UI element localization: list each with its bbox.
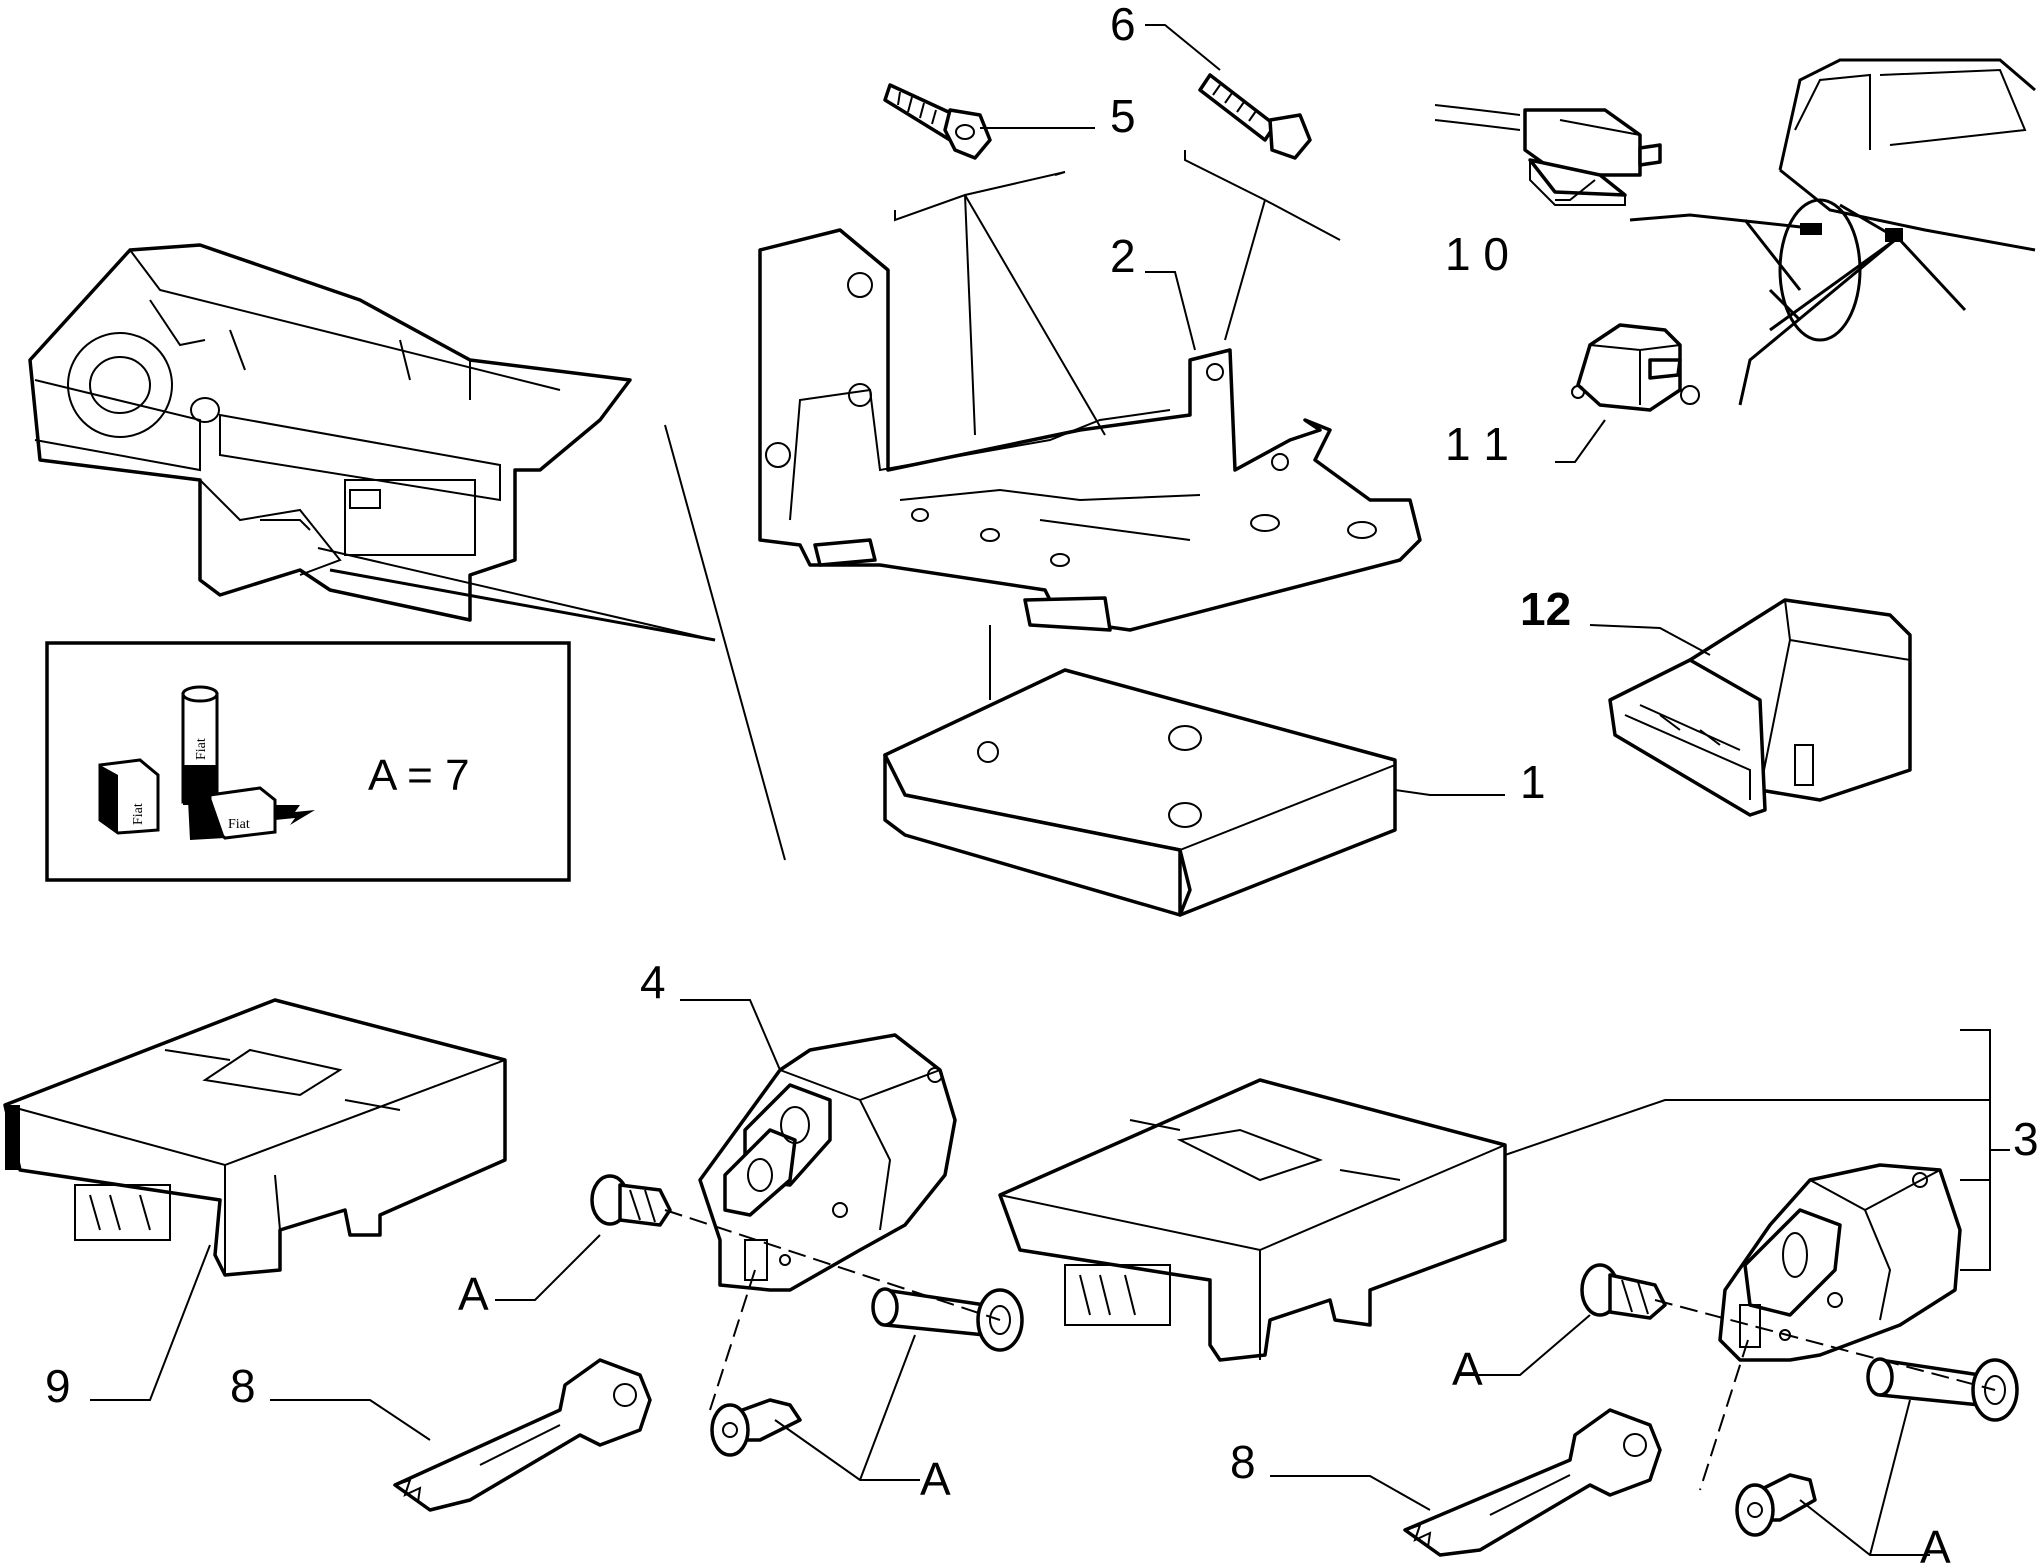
screw-6 (1198, 73, 1312, 160)
ecu-3 (998, 1078, 1507, 1362)
label-a-3: A (920, 1453, 951, 1505)
label-11: 1 1 (1445, 418, 1509, 470)
label-6: 6 (1110, 0, 1136, 50)
label-1: 1 (1520, 756, 1546, 808)
label-a-4: A (1920, 1521, 1951, 1565)
car-door-illustration (1629, 58, 2036, 406)
leader-line (317, 547, 716, 641)
box2-label: Fiat (228, 817, 250, 832)
key-left (393, 1358, 652, 1512)
dashboard-illustration (28, 243, 716, 642)
label-8-right: 8 (1230, 1436, 1256, 1488)
switch-11 (1571, 323, 1700, 412)
inset-box: Fiat Fiat Fiat A = 7 (45, 641, 571, 882)
switch-10 (1434, 104, 1662, 206)
grommet-right (1580, 1263, 1667, 1320)
label-3: 3 (2013, 1113, 2039, 1165)
screw-5 (883, 83, 992, 160)
label-9: 9 (45, 1360, 71, 1412)
label-a-1: A (458, 1268, 489, 1320)
ecu-9 (3, 998, 507, 1277)
assembly-line (664, 1209, 1001, 1321)
leader-line (664, 424, 786, 861)
clip-right (1735, 1473, 1817, 1537)
label-4: 4 (640, 956, 666, 1008)
assembly-line (1654, 1299, 1996, 1391)
lock-cylinder-4 (698, 1033, 957, 1292)
label-a-2: A (1452, 1343, 1483, 1395)
label-10: 1 0 (1445, 228, 1509, 280)
inset-formula: A = 7 (368, 751, 470, 800)
leader-lines (90, 24, 2010, 1556)
control-module (883, 668, 1397, 917)
mounting-bracket (758, 228, 1422, 632)
can-label: Fiat (194, 738, 209, 760)
label-8-left: 8 (230, 1360, 256, 1412)
label-12: 12 (1520, 583, 1571, 635)
label-2: 2 (1110, 230, 1136, 282)
connector-module-12 (1608, 598, 1912, 817)
grommet-left (590, 1174, 672, 1227)
clip-left (710, 1398, 802, 1457)
assembly-line (1699, 1339, 1749, 1491)
key-right (1403, 1408, 1662, 1557)
pin-right (1866, 1357, 2019, 1422)
lock-cylinder-3 (1718, 1163, 1962, 1362)
label-5: 5 (1110, 90, 1136, 142)
box1-label: Fiat (131, 803, 146, 825)
assembly-line (709, 1269, 756, 1411)
